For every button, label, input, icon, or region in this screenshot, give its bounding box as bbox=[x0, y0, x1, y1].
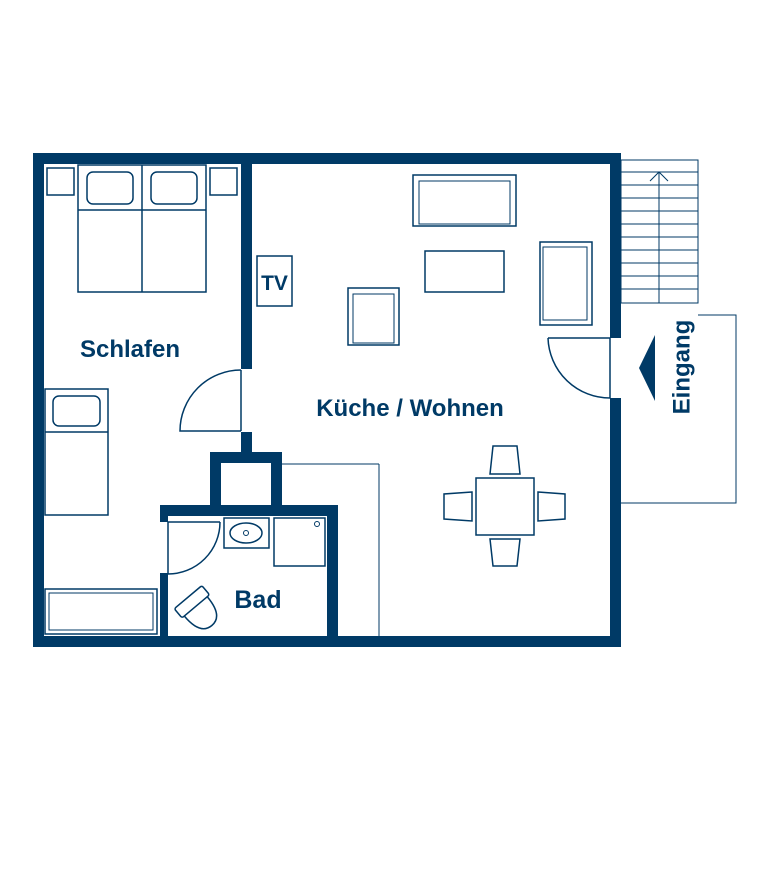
nightstand-left bbox=[46, 167, 75, 196]
sofa-seat bbox=[418, 180, 511, 225]
wall-right-upper bbox=[610, 153, 621, 338]
wall-divider-lower bbox=[241, 432, 252, 452]
room-label-kueche-wohnen: Küche / Wohnen bbox=[316, 395, 504, 422]
shower-tray bbox=[273, 517, 326, 567]
chair-top bbox=[489, 445, 521, 475]
armchair-right-seat bbox=[542, 246, 588, 321]
wall-shaft-right bbox=[271, 452, 282, 512]
bedroom-door-swing bbox=[179, 369, 242, 432]
armchair-left-seat bbox=[352, 293, 395, 344]
nightstand-right bbox=[209, 167, 238, 196]
tv-label: TV bbox=[261, 272, 288, 295]
wall-top bbox=[33, 153, 621, 164]
wardrobe bbox=[44, 588, 158, 635]
wall-shaft-left bbox=[210, 452, 221, 512]
chair-bottom bbox=[489, 538, 521, 567]
tv-box bbox=[256, 255, 293, 307]
wall-divider-upper bbox=[241, 153, 252, 369]
armchair-left bbox=[347, 287, 400, 346]
bath-door-swing bbox=[167, 521, 221, 575]
wall-shaft-top bbox=[210, 452, 282, 463]
bath-door bbox=[167, 521, 221, 575]
room-label-schlafen: Schlafen bbox=[80, 336, 180, 363]
stair-direction-arrowhead bbox=[649, 171, 669, 182]
shower-drain bbox=[314, 521, 320, 527]
armchair-right-outer bbox=[539, 241, 593, 326]
dining-set bbox=[443, 445, 566, 567]
staircase bbox=[620, 159, 699, 304]
wall-bath-left-upper bbox=[160, 505, 168, 522]
wall-bath-top bbox=[160, 505, 338, 516]
single-bed bbox=[44, 388, 109, 516]
toilet bbox=[174, 585, 218, 630]
armchair-right bbox=[539, 241, 593, 326]
wardrobe-inner bbox=[48, 592, 154, 631]
room-label-bad: Bad bbox=[234, 586, 281, 614]
entrance-door-swing bbox=[547, 337, 611, 399]
single-bed-pillow bbox=[52, 395, 101, 427]
dining-table bbox=[475, 477, 535, 536]
single-bed-frame bbox=[44, 388, 109, 516]
armchair-left-outer bbox=[347, 287, 400, 346]
landing-outline bbox=[621, 314, 737, 504]
wall-bath-right bbox=[327, 505, 338, 647]
wall-left bbox=[33, 153, 44, 647]
wall-right-lower bbox=[610, 398, 621, 647]
chair-left bbox=[443, 491, 473, 522]
sofa bbox=[412, 174, 517, 227]
bathroom-fixtures bbox=[174, 517, 326, 630]
entrance-arrow-icon bbox=[639, 335, 655, 401]
wardrobe-outer bbox=[44, 588, 158, 635]
sink-drain bbox=[243, 530, 249, 536]
wall-bath-left-lower bbox=[160, 573, 168, 647]
walls bbox=[33, 153, 621, 647]
sink-counter bbox=[223, 517, 270, 549]
double-bed bbox=[46, 164, 238, 293]
bedroom-door bbox=[179, 369, 242, 432]
pillow-left bbox=[86, 171, 134, 205]
entrance-door bbox=[547, 337, 611, 399]
sink-basin bbox=[229, 522, 263, 544]
entrance-landing bbox=[621, 314, 737, 504]
entrance-label: Eingang bbox=[668, 320, 695, 415]
toilet-tank bbox=[174, 585, 210, 618]
coffee-table bbox=[424, 250, 505, 293]
tv-unit: TV bbox=[256, 255, 293, 307]
pillow-right bbox=[150, 171, 198, 205]
toilet-bowl bbox=[183, 596, 218, 630]
sofa-outer bbox=[412, 174, 517, 227]
kitchen-counter bbox=[282, 463, 380, 636]
chair-right bbox=[537, 491, 566, 522]
